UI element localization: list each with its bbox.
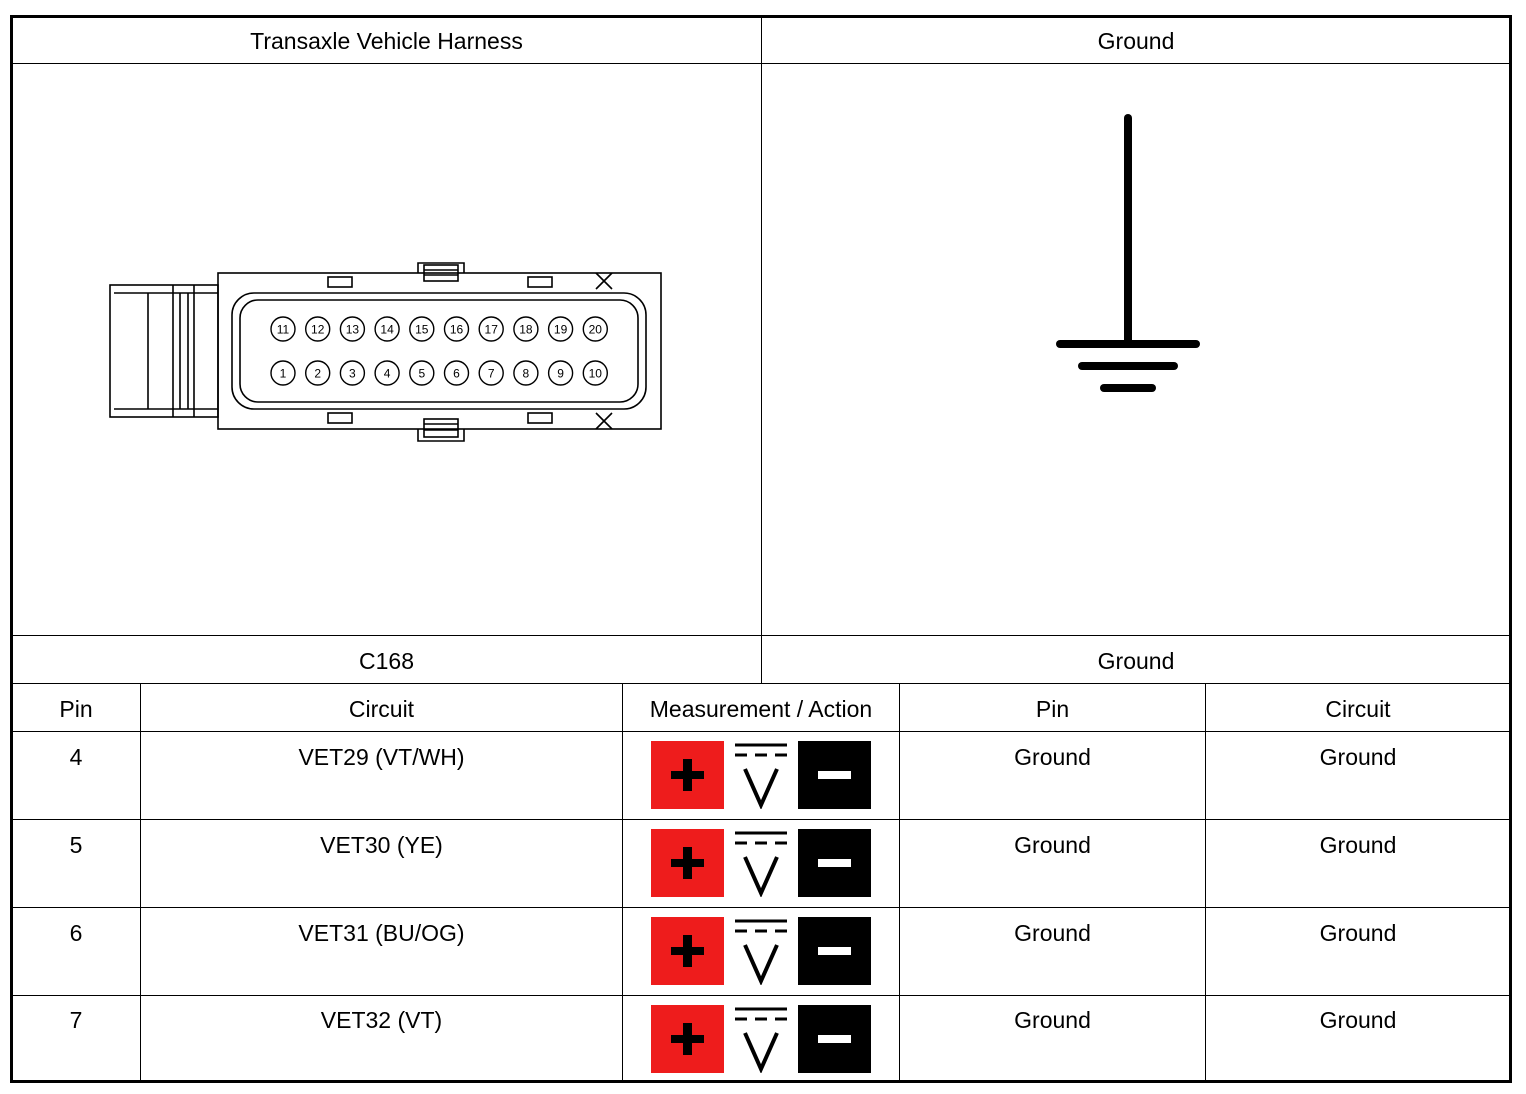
- dc-voltmeter-icon: [651, 1005, 871, 1073]
- divider: [140, 683, 141, 1081]
- pin-cavity: [339, 316, 366, 342]
- negative-probe-icon: [798, 917, 871, 985]
- pin-number: 15: [415, 323, 429, 337]
- pin-cavity: [582, 360, 608, 386]
- pin-number: 5: [418, 367, 425, 381]
- pin-number: 20: [589, 323, 603, 337]
- pin-cavity: [547, 360, 574, 386]
- connector-label-ground: Ground: [1097, 648, 1175, 674]
- row-circuit: VET29 (VT/WH): [298, 744, 465, 770]
- pin-cavity: [582, 316, 608, 342]
- row-pin-2: Ground: [1014, 744, 1091, 770]
- voltage-dc-icon: [735, 743, 787, 809]
- positive-probe-icon: [651, 1005, 724, 1073]
- positive-probe-icon: [651, 741, 724, 809]
- pin-number: 6: [453, 367, 460, 381]
- pin-number: 9: [557, 367, 564, 381]
- divider: [1205, 683, 1206, 1081]
- pin-cavity: [478, 360, 504, 386]
- pin-number: 18: [519, 323, 533, 337]
- connector-label-c168: C168: [359, 648, 414, 674]
- row-circuit-2: Ground: [1319, 920, 1397, 946]
- harness-title: Transaxle Vehicle Harness: [250, 28, 523, 54]
- pin-number: 16: [450, 323, 464, 337]
- voltage-dc-icon: [735, 1007, 787, 1073]
- divider: [12, 907, 1510, 908]
- negative-probe-icon: [798, 1005, 871, 1073]
- pin-number: 3: [349, 367, 356, 381]
- ground-symbol-icon: [1056, 114, 1200, 392]
- dc-voltmeter-icon: [651, 829, 871, 897]
- column-header-pin: Pin: [59, 696, 93, 722]
- pin-cavity: [443, 316, 470, 342]
- pin-number: 19: [554, 323, 568, 337]
- dc-voltmeter-icon: [651, 917, 871, 985]
- row-circuit: VET32 (VT): [320, 1007, 443, 1033]
- pin-cavity: [478, 316, 504, 342]
- divider: [899, 683, 900, 1081]
- row-circuit: VET30 (YE): [320, 832, 443, 858]
- negative-probe-icon: [798, 741, 871, 809]
- voltage-dc-icon: [735, 831, 787, 897]
- row-circuit-2: Ground: [1319, 832, 1397, 858]
- pin-cavity: [374, 360, 400, 386]
- row-circuit-2: Ground: [1319, 744, 1397, 770]
- row-pin-2: Ground: [1014, 832, 1091, 858]
- divider: [12, 731, 1510, 732]
- pin-cavity: [409, 360, 435, 386]
- column-header-pin-2: Pin: [1035, 696, 1070, 722]
- pin-number: 10: [589, 367, 603, 381]
- pin-number: 1: [280, 367, 287, 381]
- pin-cavity: [513, 360, 539, 386]
- divider: [12, 819, 1510, 820]
- pin-number: 4: [384, 367, 391, 381]
- pin-number: 8: [523, 367, 530, 381]
- pin-number: 2: [314, 367, 321, 381]
- divider: [12, 995, 1510, 996]
- pin-cavity: [409, 316, 435, 342]
- ground-title: Ground: [1097, 28, 1175, 54]
- pin-cavity: [374, 316, 400, 342]
- positive-probe-icon: [651, 829, 724, 897]
- pin-number: 14: [380, 323, 394, 337]
- row-pin: 7: [69, 1007, 83, 1033]
- pin-cavity: [547, 316, 574, 342]
- pin-cavity: [304, 360, 331, 386]
- pin-number: 17: [485, 323, 499, 337]
- divider: [12, 683, 1510, 684]
- row-circuit-2: Ground: [1319, 1007, 1397, 1033]
- positive-probe-icon: [651, 917, 724, 985]
- divider: [761, 17, 762, 683]
- divider: [622, 683, 623, 1081]
- pin-number: 11: [277, 323, 290, 337]
- pin-number: 13: [346, 323, 360, 337]
- pin-cavity: [270, 360, 296, 386]
- row-pin: 5: [69, 832, 83, 858]
- pin-cavity: [513, 316, 539, 342]
- row-pin-2: Ground: [1014, 920, 1091, 946]
- pin-cavity: [270, 316, 296, 342]
- row-pin: 4: [69, 744, 83, 770]
- negative-probe-icon: [798, 829, 871, 897]
- dc-voltmeter-icon: [651, 741, 871, 809]
- pinout-table: [10, 15, 1512, 1083]
- pin-number: 7: [488, 367, 495, 381]
- column-header-measurement: Measurement / Action: [649, 696, 873, 722]
- column-header-circuit: Circuit: [348, 696, 415, 722]
- voltage-dc-icon: [735, 919, 787, 985]
- pin-number: 12: [311, 323, 325, 337]
- row-pin-2: Ground: [1014, 1007, 1091, 1033]
- pin-cavity: [443, 360, 470, 386]
- pin-cavity: [304, 316, 331, 342]
- pin-cavity: [339, 360, 366, 386]
- row-circuit: VET31 (BU/OG): [298, 920, 465, 946]
- row-pin: 6: [69, 920, 83, 946]
- column-header-circuit-2: Circuit: [1325, 696, 1391, 722]
